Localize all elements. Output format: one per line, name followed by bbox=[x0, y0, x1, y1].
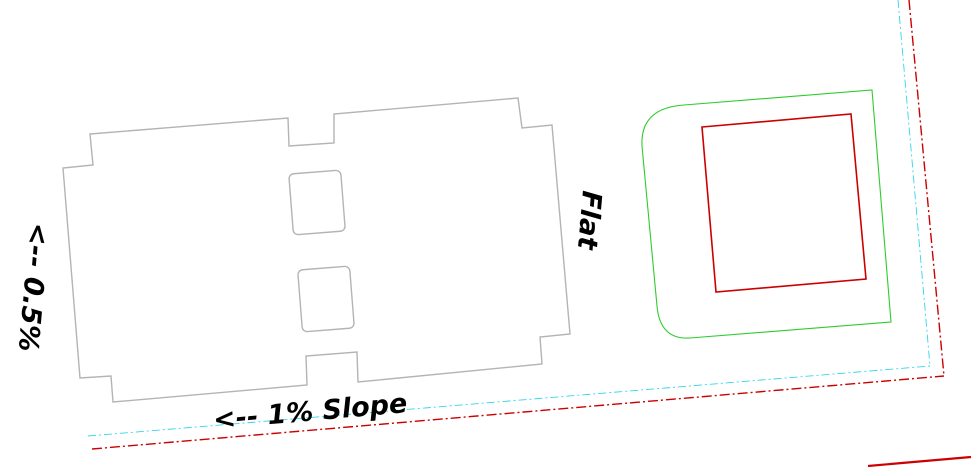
building-upper-void bbox=[288, 169, 346, 236]
property-line-bottom bbox=[91, 375, 945, 450]
slope-bottom-label: <-- 1% Slope bbox=[212, 388, 409, 436]
pad-outline bbox=[641, 89, 892, 339]
property-line bbox=[91, 0, 971, 467]
building-footprint bbox=[62, 97, 571, 403]
setback-line bbox=[87, 0, 931, 437]
property-line-right bbox=[908, 0, 945, 377]
flat-label: Flat bbox=[571, 189, 607, 251]
inner-square bbox=[701, 113, 867, 293]
building-lower-void bbox=[297, 265, 355, 333]
property-line-bottom-right bbox=[867, 455, 971, 467]
slope-left-label: <-- 0.5% bbox=[12, 221, 54, 353]
setback-line-right bbox=[897, 0, 931, 367]
building-outline bbox=[62, 97, 571, 403]
setback-line-bottom bbox=[87, 365, 931, 437]
